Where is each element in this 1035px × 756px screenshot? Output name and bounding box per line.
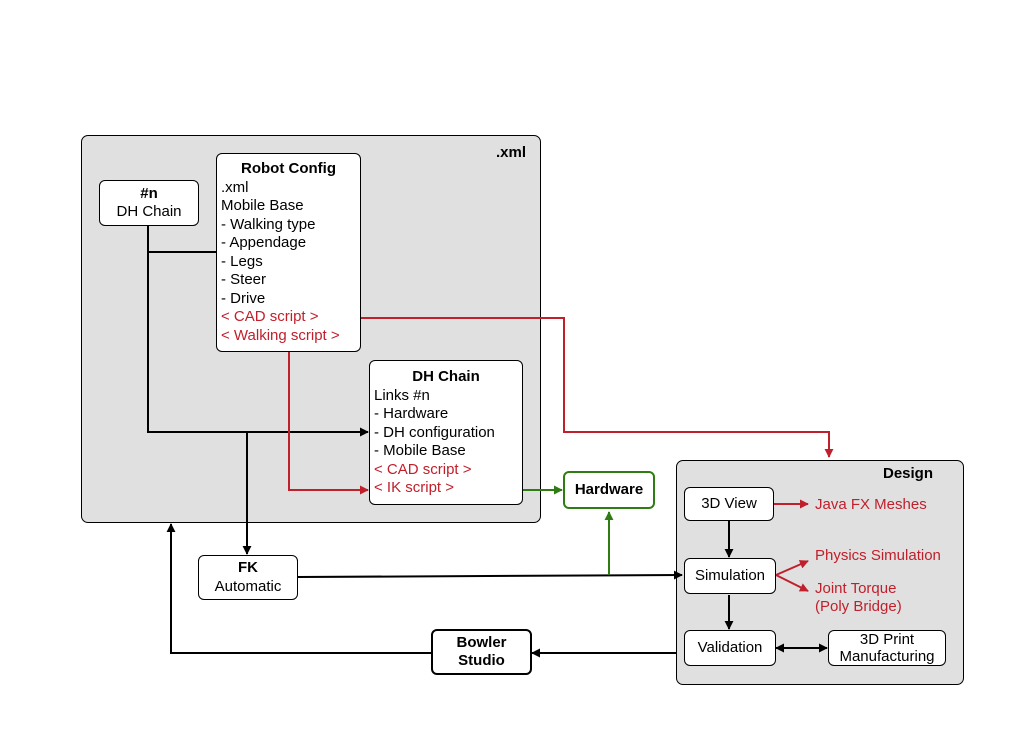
hash-n-title: #n xyxy=(140,184,158,202)
dh-chain-ik-script: < IK script > xyxy=(374,479,455,496)
dh-chain-line: - Mobile Base xyxy=(374,442,466,459)
3d-print-line2: Manufacturing xyxy=(839,648,935,665)
robot-config-line: - Steer xyxy=(221,271,267,288)
joint-torque-label: Joint Torque xyxy=(815,580,897,597)
robot-config-line: Mobile Base xyxy=(221,197,304,214)
robot-config-line: - Appendage xyxy=(221,234,307,251)
java-fx-meshes-label: Java FX Meshes xyxy=(815,496,927,513)
3d-print-line1: 3D Print xyxy=(859,631,915,648)
edge-bowler-to-xml xyxy=(166,523,432,654)
poly-bridge-label: (Poly Bridge) xyxy=(815,598,902,615)
fk-title: FK xyxy=(238,559,258,576)
bowler-line1: Bowler xyxy=(456,633,507,651)
validation-box: Validation xyxy=(684,630,776,666)
xml-group-title: .xml xyxy=(495,144,526,161)
hardware-label: Hardware xyxy=(574,480,644,498)
design-group-title: Design xyxy=(882,465,933,482)
robot-config-box: Robot Config .xml Mobile Base - Walking … xyxy=(216,153,361,352)
edge-fk-to-simulation xyxy=(297,570,683,580)
dh-chain-line: - DH configuration xyxy=(374,423,495,441)
robot-config-walking-script: < Walking script > xyxy=(221,326,340,344)
robot-config-title: Robot Config xyxy=(241,160,336,177)
physics-simulation-label: Physics Simulation xyxy=(815,547,941,564)
dh-chain-line: - Hardware xyxy=(374,405,449,422)
3d-view-box: 3D View xyxy=(684,487,774,521)
hash-n-subtitle: DH Chain xyxy=(116,203,182,220)
robot-config-line: .xml xyxy=(221,178,249,196)
robot-config-line: - Legs xyxy=(221,252,263,270)
edge-walking-to-ik xyxy=(288,351,369,495)
fk-subtitle: Automatic xyxy=(214,577,282,595)
edge-cad-script-to-design xyxy=(330,317,834,458)
fk-box: FK Automatic xyxy=(198,555,298,600)
bowler-studio-box: Bowler Studio xyxy=(431,629,532,675)
edge-simulation-to-physics xyxy=(775,560,809,576)
edge-simulation-to-torque xyxy=(775,574,809,592)
dh-chain-box: DH Chain Links #n - Hardware - DH config… xyxy=(369,360,523,505)
dh-chain-cad-script: < CAD script > xyxy=(374,460,472,478)
robot-config-line: - Drive xyxy=(221,289,266,307)
hash-n-dh-chain-box: #n DH Chain xyxy=(99,180,199,226)
dh-chain-title: DH Chain xyxy=(412,368,480,385)
simulation-label: Simulation xyxy=(694,566,766,584)
3d-print-box: 3D Print Manufacturing xyxy=(828,630,946,666)
dh-chain-line: Links #n xyxy=(374,386,430,404)
hardware-box: Hardware xyxy=(563,471,655,509)
validation-label: Validation xyxy=(697,638,763,656)
robot-config-cad-script: < CAD script > xyxy=(221,308,319,325)
bowler-line2: Studio xyxy=(458,652,505,669)
simulation-box: Simulation xyxy=(684,558,776,594)
3d-view-label: 3D View xyxy=(701,494,757,512)
robot-config-line: - Walking type xyxy=(221,215,316,233)
edge-hashn-to-dhchain xyxy=(147,226,369,437)
